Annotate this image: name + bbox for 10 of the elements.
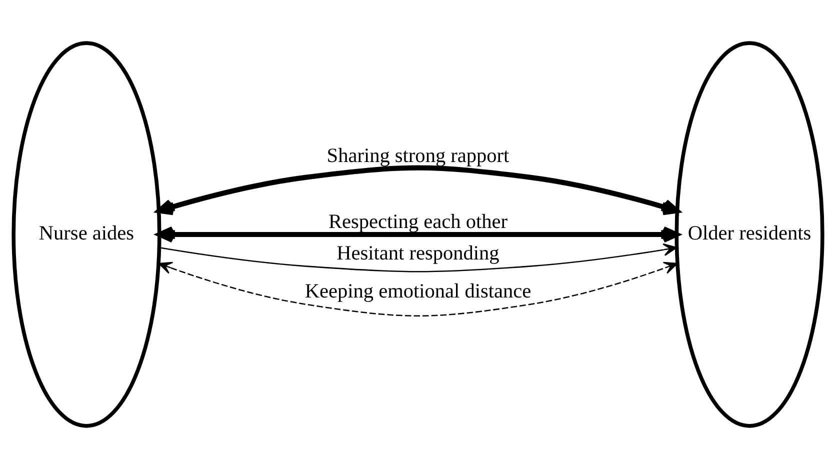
edge-label: Keeping emotional distance xyxy=(304,280,532,303)
arrow xyxy=(158,262,678,316)
edge-label: Hesitant responding xyxy=(336,242,500,265)
edge-label: Respecting each other xyxy=(328,210,508,233)
edge-label: Sharing strong rapport xyxy=(326,144,510,167)
arrow xyxy=(159,243,678,272)
arrow xyxy=(156,226,680,243)
node-ellipse: Nurse aides xyxy=(12,41,162,428)
node-ellipse: Older residents xyxy=(674,41,824,428)
arrow xyxy=(156,165,680,216)
